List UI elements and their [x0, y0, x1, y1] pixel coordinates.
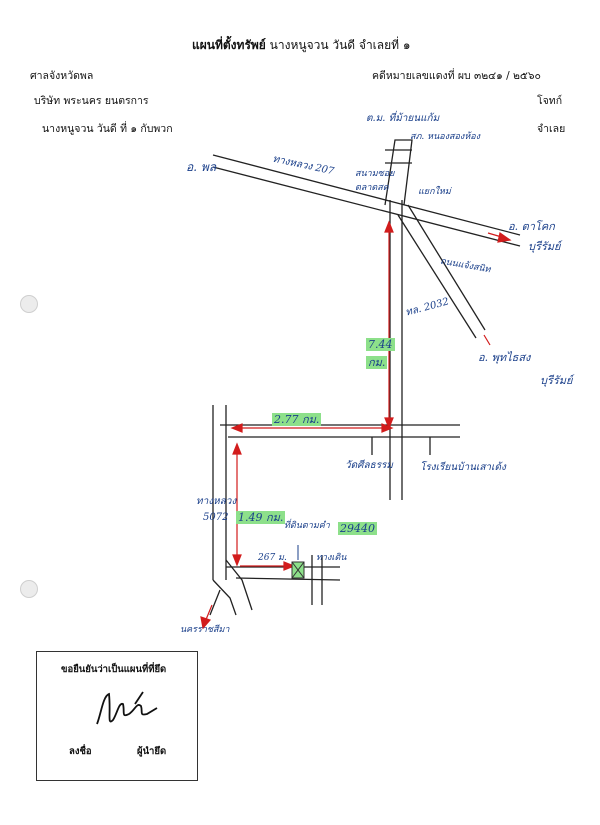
cert-statement: ขอยืนยันว่าเป็นแผนที่ที่ยึด	[61, 664, 167, 675]
page-title: แผนที่ตั้งทรัพย์ นางหนูจวน วันดี จำเลยที…	[192, 36, 411, 55]
label-left-junction-1: สนามซอย	[355, 169, 395, 179]
label-east-2: บุรีรัมย์	[528, 240, 561, 253]
label-top-2: สภ. หนองสองห้อง	[410, 132, 481, 142]
road-diag-upper	[407, 204, 486, 331]
distance-small: 267 ม.	[258, 553, 287, 563]
distance-horizontal: 2.77 กม.	[272, 413, 322, 426]
label-small-road: ทางเดิน	[316, 553, 347, 563]
label-southwest: นครราชสีมา	[180, 625, 230, 635]
road-north	[384, 139, 413, 206]
road-sw	[209, 559, 253, 616]
label-se-1: อ. พุทไธสง	[478, 351, 531, 364]
label-parcel: ที่ดินตามคำ	[284, 521, 330, 531]
road-207-upper	[212, 154, 521, 236]
case-number: คดีหมายเลขแดงที่ ผบ ๓๒๔๑ / ๒๕๖๐	[372, 70, 541, 82]
label-road-5072-2: 5072	[203, 512, 229, 523]
punch-hole-bottom	[20, 580, 38, 598]
label-school: โรงเรียนบ้านเสาเด้ง	[420, 462, 506, 473]
court-name: ศาลจังหวัดพล	[30, 70, 94, 82]
label-temple: วัดศีลธรรม	[345, 460, 394, 471]
certification-box: ขอยืนยันว่าเป็นแผนที่ที่ยึด ลงชื่อ ผู้นำ…	[36, 651, 198, 781]
label-top-1: ต.ม. ที่ม้ายนแก้ม	[366, 113, 440, 124]
label-left-junction-2: ตลาดสด	[355, 183, 389, 193]
signature	[96, 691, 158, 725]
label-phon: อ. พล	[186, 160, 217, 174]
road-diag-lower	[397, 214, 477, 339]
sign-label: ลงชื่อ	[69, 746, 92, 757]
distance-left: 1.49 กม.	[236, 511, 286, 524]
defendant-role: จำเลย	[537, 123, 566, 135]
plaintiff-role: โจทก์	[537, 95, 563, 107]
title-rest: นางหนูจวน วันดี จำเลยที่ ๑	[269, 38, 411, 52]
label-junction: แยกใหม่	[418, 187, 451, 197]
label-east-1: อ. ตาโคก	[508, 220, 555, 233]
label-se-2: บุรีรัมย์	[540, 374, 573, 387]
parcel-number: 29440	[338, 522, 377, 535]
punch-hole-top	[20, 295, 38, 313]
defendant-name: นางหนูจวน วันดี ที่ ๑ กับพวก	[42, 123, 173, 135]
distance-vertical: 7.44 กม.	[366, 338, 395, 369]
seizer-role: ผู้นำยึด	[137, 746, 167, 757]
title-bold: แผนที่ตั้งทรัพย์	[192, 38, 266, 52]
road-207-lower	[212, 166, 521, 247]
plaintiff-name: บริษัท พระนคร ยนตรการ	[34, 95, 149, 107]
label-road-5072-1: ทางหลวง	[196, 496, 237, 507]
